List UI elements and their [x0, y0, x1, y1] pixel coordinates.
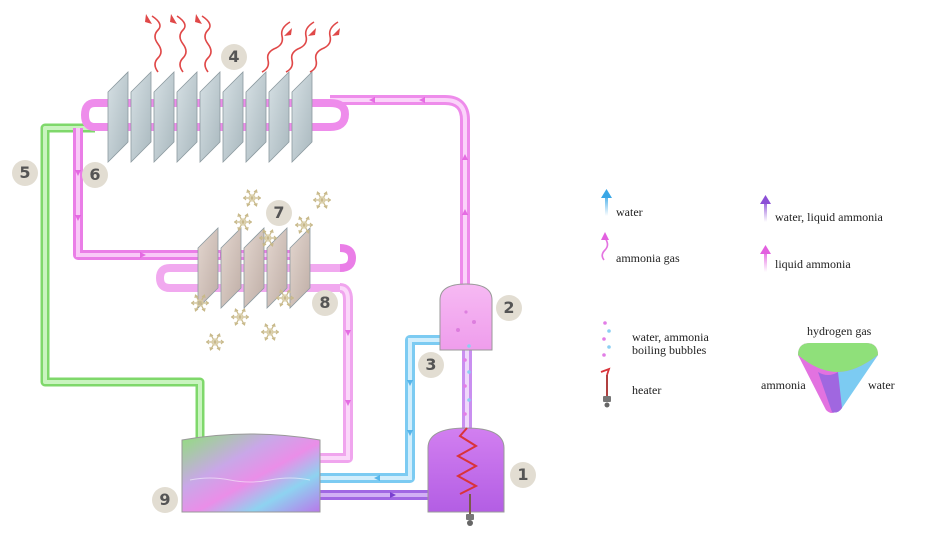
- legend-water-label: water: [616, 205, 643, 219]
- legend-bubbles-label-1: water, ammonia: [632, 330, 709, 344]
- evaporator-coil: [170, 244, 357, 272]
- label-evaporator: 7: [266, 200, 292, 226]
- label-liquid-ammonia: 6: [82, 162, 108, 188]
- separator-vessel: [439, 283, 493, 351]
- evaporator-fin: [197, 227, 219, 309]
- venn-ammonia-label: ammonia: [761, 378, 806, 392]
- condenser-fin: [199, 71, 221, 163]
- venn-hydrogen-label: hydrogen gas: [807, 324, 872, 338]
- condenser-fins: [107, 71, 313, 163]
- label-boiler: 1: [510, 462, 536, 488]
- legend-bubbles-icon: [602, 321, 611, 357]
- label-hydrogen-tube: 5: [12, 160, 38, 186]
- condenser-fin: [268, 71, 290, 163]
- legend-ammonia-gas-icon: [601, 232, 609, 261]
- label-evaporator-return: 8: [312, 290, 338, 316]
- evaporator-fin: [243, 227, 265, 309]
- legend-water-icon: [601, 189, 612, 216]
- condenser-fin: [291, 71, 313, 163]
- condenser-fin: [130, 71, 152, 163]
- condenser-fin: [245, 71, 267, 163]
- label-condenser: 4: [221, 44, 247, 70]
- absorber-vessel: [181, 433, 321, 513]
- legend-ammonia-gas-label: ammonia gas: [616, 251, 680, 265]
- legend-liquid-ammonia-label: liquid ammonia: [775, 257, 851, 271]
- venn-water-label: water: [868, 378, 895, 392]
- label-water-tube: 3: [418, 352, 444, 378]
- heat-release-arrows: [151, 15, 339, 73]
- heater-coil: [455, 427, 479, 526]
- legend-heater-label: heater: [632, 383, 662, 397]
- evaporator-fin: [289, 227, 311, 309]
- condenser-fin: [176, 71, 198, 163]
- legend-water-liquid-ammonia-icon: [760, 195, 771, 222]
- condenser-fin: [107, 71, 129, 163]
- gas-mixture-venn: [798, 343, 878, 413]
- legend-liquid-ammonia-icon: [760, 245, 771, 272]
- condenser-fin: [153, 71, 175, 163]
- label-absorber: 9: [152, 487, 178, 513]
- legend-heater-icon: [600, 367, 611, 408]
- legend-bubbles-label-2: boiling bubbles: [632, 343, 707, 357]
- label-separator: 2: [496, 295, 522, 321]
- condenser-coil: [80, 99, 350, 131]
- legend-water-liquid-ammonia-label: water, liquid ammonia: [775, 210, 883, 224]
- boiling-bubbles: [463, 344, 471, 416]
- condenser-fin: [222, 71, 244, 163]
- evaporator-fins: [197, 227, 311, 309]
- evaporator-fin: [220, 227, 242, 309]
- evaporator-fin: [266, 227, 288, 309]
